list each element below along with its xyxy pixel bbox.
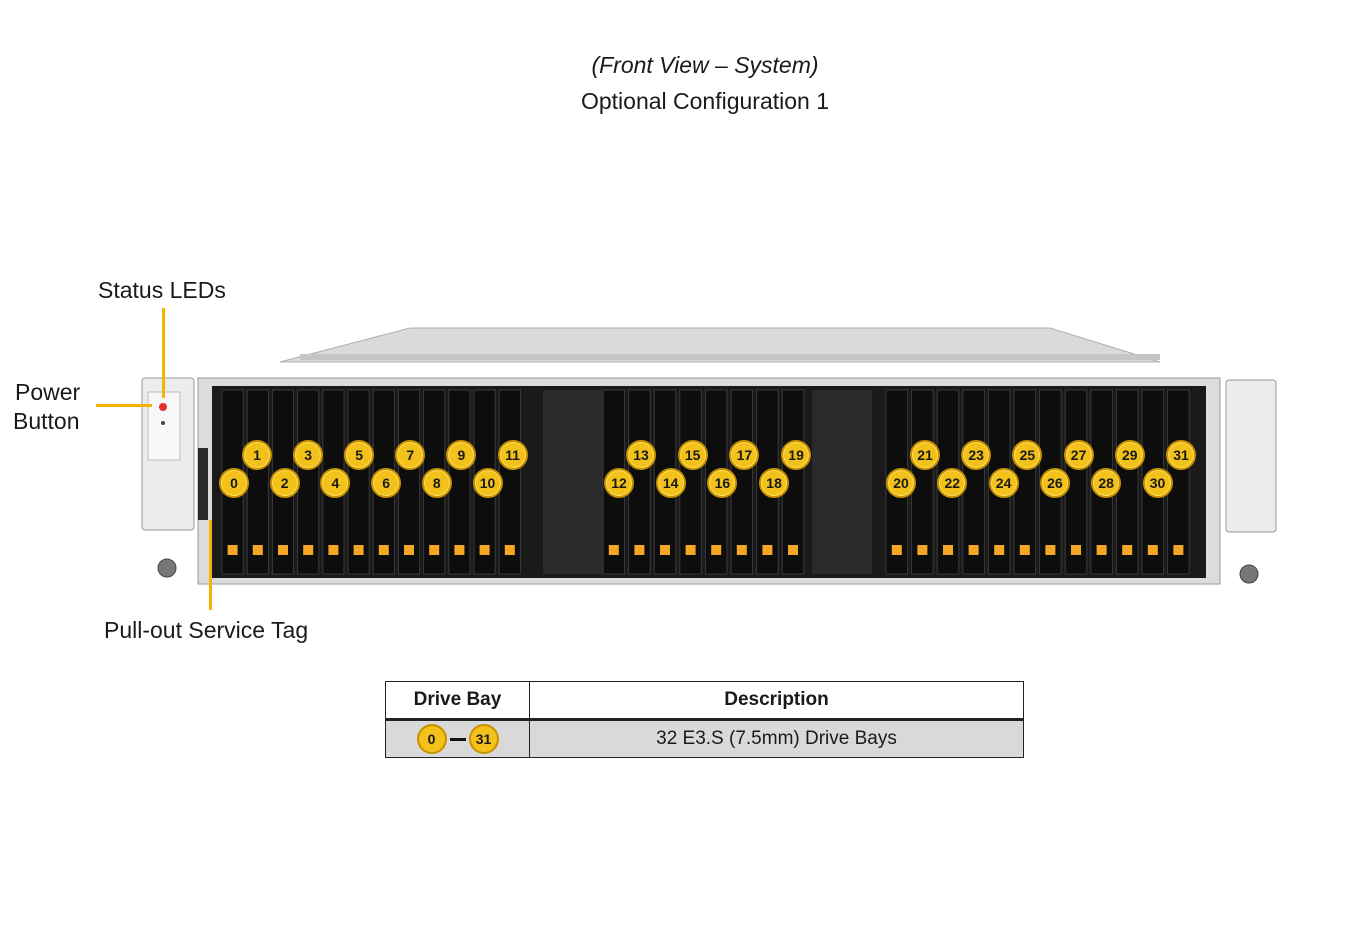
drive-activity-led [788, 545, 798, 555]
drive-bay-table: Drive Bay Description 0 31 32 E3.S (7.5mm… [385, 681, 1024, 758]
drive-activity-led [278, 545, 288, 555]
drive-bay-number-badge: 16 [707, 468, 738, 498]
drive-bay-number-badge: 28 [1091, 468, 1122, 498]
drive-bay-range-cell: 0 31 [385, 719, 530, 758]
drive-bay-number-badge: 1 [242, 440, 272, 470]
drive-bay-number-badge: 18 [759, 468, 790, 498]
drive-bay-number-badge: 23 [961, 440, 992, 470]
drive-activity-led [252, 545, 263, 555]
drive-bay-number-badge: 11 [497, 440, 528, 470]
vent-grille-right [812, 390, 872, 574]
status-leds-label: Status LEDs [98, 277, 226, 303]
power-button-label-line2: Button [13, 408, 80, 434]
status-leds-callout-line [162, 308, 165, 398]
drive-activity-led [1096, 545, 1107, 555]
drive-bay-number-badge: 25 [1012, 440, 1043, 470]
drive-activity-led [227, 545, 238, 555]
drive-activity-led [454, 545, 465, 555]
right-ear [1225, 379, 1277, 533]
drive-bay-number-badge: 10 [472, 468, 503, 498]
service-tag-label: Pull-out Service Tag [104, 617, 309, 643]
drive-bay-number-badge: 15 [677, 440, 708, 470]
drive-activity-led [1173, 545, 1184, 555]
bay-badge-to: 31 [468, 724, 499, 754]
drive-activity-led [762, 545, 773, 555]
drive-bay-number-badge: 24 [988, 468, 1019, 498]
service-tag-callout-line [209, 520, 212, 610]
drive-activity-led [1019, 545, 1030, 555]
bay-badge-from: 0 [416, 724, 447, 754]
header-drive-bay: Drive Bay [385, 681, 530, 721]
config-title: Optional Configuration 1 [580, 88, 830, 114]
chassis-top-vent [300, 354, 1160, 360]
drive-activity-led [634, 545, 645, 555]
service-tag [198, 448, 208, 520]
screw-right-icon [1239, 564, 1259, 584]
drive-activity-led [660, 545, 670, 555]
drive-bay-number-badge: 2 [269, 468, 300, 498]
drive-bay-number-badge: 13 [626, 440, 656, 470]
drive-activity-led [968, 545, 979, 555]
drive-bay-number-badge: 7 [395, 440, 426, 470]
drive-activity-led [429, 545, 440, 555]
chassis-top [279, 327, 1161, 363]
drive-activity-led [378, 545, 389, 555]
drive-bay-number-badge: 0 [219, 468, 249, 498]
drive-activity-led [404, 545, 414, 555]
drive-activity-led [891, 545, 902, 555]
drive-bay-number-badge: 9 [446, 440, 477, 470]
drive-activity-led [994, 545, 1005, 555]
drive-bay-number-badge: 27 [1063, 440, 1094, 470]
drive-bay-number-badge: 29 [1114, 440, 1145, 470]
drive-bay-number-badge: 31 [1166, 440, 1196, 470]
left-ear-panel [147, 391, 181, 461]
drive-bay-number-badge: 22 [937, 468, 968, 498]
drive-activity-led [711, 545, 722, 555]
power-button-icon [159, 403, 167, 411]
drive-bay-number-badge: 6 [371, 468, 402, 498]
drive-bay-number-badge: 12 [604, 468, 634, 498]
drive-activity-led [608, 545, 619, 555]
table-header-row: Drive Bay Description [385, 681, 1024, 721]
description-cell: 32 E3.S (7.5mm) Drive Bays [529, 719, 1024, 758]
drive-bay-number-badge: 5 [344, 440, 375, 470]
status-led-icon [161, 421, 165, 425]
drive-activity-led [504, 545, 515, 555]
drive-bay-number-badge: 14 [655, 468, 686, 498]
drive-bay-number-badge: 4 [320, 468, 351, 498]
view-title: (Front View – System) [591, 52, 819, 78]
drive-bay-number-badge: 3 [293, 440, 324, 470]
drive-bay-number-badge: 21 [910, 440, 940, 470]
drive-bay-number-badge: 19 [781, 440, 812, 470]
drive-activity-led [303, 545, 314, 555]
drive-bay-number-badge: 8 [421, 468, 452, 498]
table-row: 0 31 32 E3.S (7.5mm) Drive Bays [385, 719, 1024, 758]
drive-activity-led [736, 545, 747, 555]
drive-bay-number-badge: 17 [729, 440, 760, 470]
drive-activity-led [1122, 545, 1133, 555]
drive-bay-number-badge: 26 [1039, 468, 1070, 498]
power-button-label-line1: Power [15, 379, 81, 405]
drive-activity-led [353, 545, 364, 555]
drive-activity-led [1071, 545, 1081, 555]
drive-bay-number-badge: 30 [1142, 468, 1173, 498]
drive-activity-led [943, 545, 953, 555]
power-button-callout-line [96, 404, 152, 407]
drive-activity-led [1147, 545, 1158, 555]
screw-left-icon [157, 558, 177, 578]
header-description: Description [529, 681, 1024, 721]
drive-bay-number-badge: 20 [886, 468, 916, 498]
drive-activity-led [685, 545, 696, 555]
drive-activity-led [479, 545, 490, 555]
drive-activity-led [1045, 545, 1056, 555]
drive-activity-led [328, 545, 339, 555]
range-dash [449, 737, 466, 741]
drive-activity-led [917, 545, 928, 555]
vent-grille-left [543, 390, 605, 574]
